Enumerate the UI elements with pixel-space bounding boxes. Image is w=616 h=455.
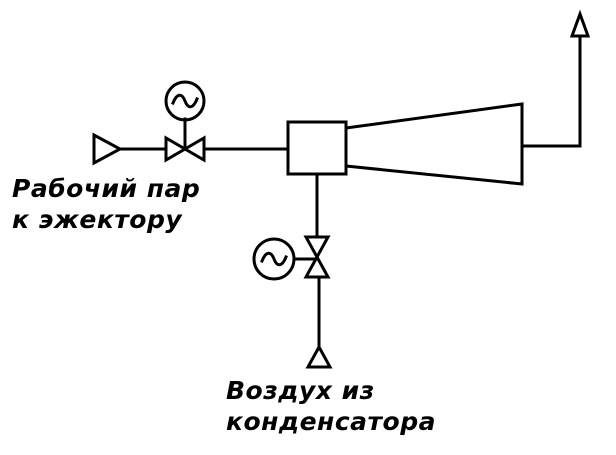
working-steam-label-line1: Рабочий пар	[12, 174, 201, 203]
air-label-line1: Воздух из	[226, 376, 375, 405]
outlet-pipe	[520, 34, 582, 148]
diffuser-icon	[344, 102, 524, 186]
steam-actuator-icon	[164, 80, 206, 122]
air-label-line2: конденсатора	[226, 407, 436, 436]
mixing-chamber-icon	[286, 120, 348, 176]
air-from-condenser-label: Воздух из конденсатора	[226, 375, 436, 437]
air-inlet-arrow-icon	[305, 343, 333, 369]
air-valve-icon	[303, 235, 331, 279]
steam-inlet-arrow-icon	[92, 132, 124, 166]
air-actuator-icon	[252, 237, 296, 281]
outlet-arrow-icon	[569, 9, 591, 38]
working-steam-label: Рабочий пар к эжектору	[12, 173, 200, 235]
working-steam-label-line2: к эжектору	[12, 205, 183, 234]
